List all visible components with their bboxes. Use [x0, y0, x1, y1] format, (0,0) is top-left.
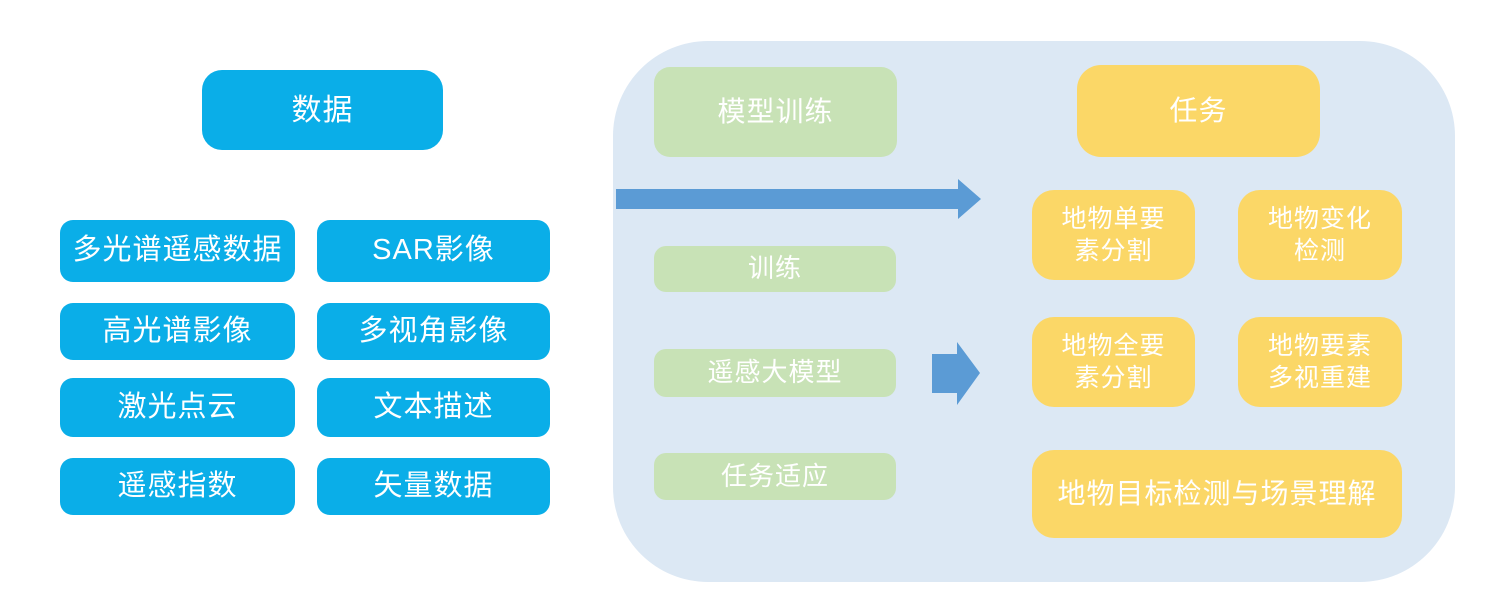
box-remote-sensing-index: 遥感指数 [60, 458, 295, 515]
box-multispectral-data: 多光谱遥感数据 [60, 220, 295, 282]
box-lidar-pointcloud: 激光点云 [60, 378, 295, 437]
box-full-element-segmentation: 地物全要 素分割 [1032, 317, 1195, 407]
box-multiview-image: 多视角影像 [317, 303, 550, 360]
right-arrow-model-to-task-icon [932, 342, 980, 405]
box-training: 训练 [654, 246, 896, 292]
box-sar-image: SAR影像 [317, 220, 550, 282]
box-hyperspectral-image: 高光谱影像 [60, 303, 295, 360]
box-task-adaptation: 任务适应 [654, 453, 896, 500]
box-object-detection-scene-understanding: 地物目标检测与场景理解 [1032, 450, 1402, 538]
right-arrow-main-icon [616, 179, 981, 219]
box-rs-foundation-model: 遥感大模型 [654, 349, 896, 397]
data-header-box: 数据 [202, 70, 443, 150]
box-vector-data: 矢量数据 [317, 458, 550, 515]
box-change-detection: 地物变化 检测 [1238, 190, 1402, 280]
box-single-element-segmentation: 地物单要 素分割 [1032, 190, 1195, 280]
box-text-description: 文本描述 [317, 378, 550, 437]
tasks-header-box: 任务 [1077, 65, 1320, 157]
model-training-header-box: 模型训练 [654, 67, 897, 157]
box-multiview-reconstruction: 地物要素 多视重建 [1238, 317, 1402, 407]
